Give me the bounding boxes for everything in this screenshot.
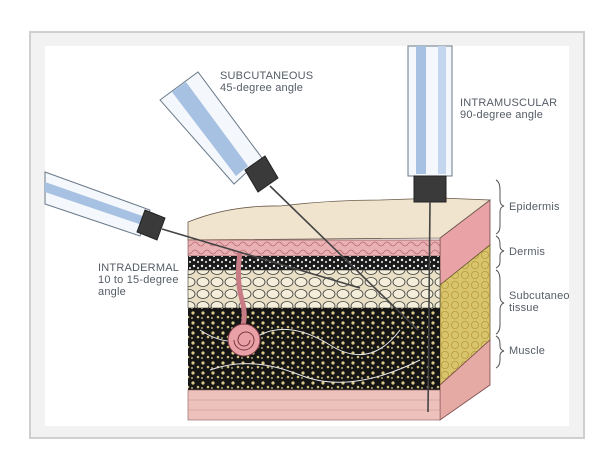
intradermal-angle-line1: 10 to 15-degree (98, 274, 179, 286)
subcutaneous-angle: 45-degree angle (220, 82, 304, 94)
subcutaneous-layer (187, 269, 441, 309)
layer-label-muscle: Muscle (509, 345, 546, 357)
layer-label-subcutaneous-line1: Subcutaneous (509, 290, 569, 302)
layer-brackets (495, 179, 505, 369)
dermis-dotted-layer (188, 256, 440, 270)
subcutaneous-title: SUBCUTANEOUS (220, 70, 314, 82)
intramuscular-syringe (407, 45, 453, 413)
intradermal-needle (161, 228, 361, 289)
intradermal-syringe (44, 171, 361, 289)
muscle-layer (188, 308, 440, 390)
layer-label-epidermis: Epidermis (509, 201, 560, 213)
subcutaneous-needle (269, 185, 419, 331)
layer-label-subcutaneous-line2: tissue (509, 302, 539, 314)
bottom-layer (187, 389, 441, 421)
subcutaneous-label: SUBCUTANEOUS 45-degree angle (220, 70, 313, 94)
intradermal-label: INTRADERMAL 10 to 15-degree angle (98, 262, 179, 298)
intradermal-title: INTRADERMAL (98, 262, 180, 274)
intradermal-angle-line2: angle (98, 286, 126, 298)
layer-label-subcutaneous: Subcutaneous tissue (509, 290, 569, 314)
sweat-gland (227, 323, 261, 357)
hair-follicle (235, 251, 247, 326)
intramuscular-label: INTRAMUSCULAR 90-degree angle (460, 97, 557, 121)
skin-surface (187, 197, 492, 241)
subcutaneous-syringe (159, 71, 419, 331)
intramuscular-angle: 90-degree angle (460, 109, 544, 121)
layer-label-dermis: Dermis (509, 246, 546, 258)
skin-cross-section (187, 197, 492, 421)
intramuscular-title: INTRAMUSCULAR (460, 97, 558, 109)
intramuscular-needle (427, 201, 431, 413)
